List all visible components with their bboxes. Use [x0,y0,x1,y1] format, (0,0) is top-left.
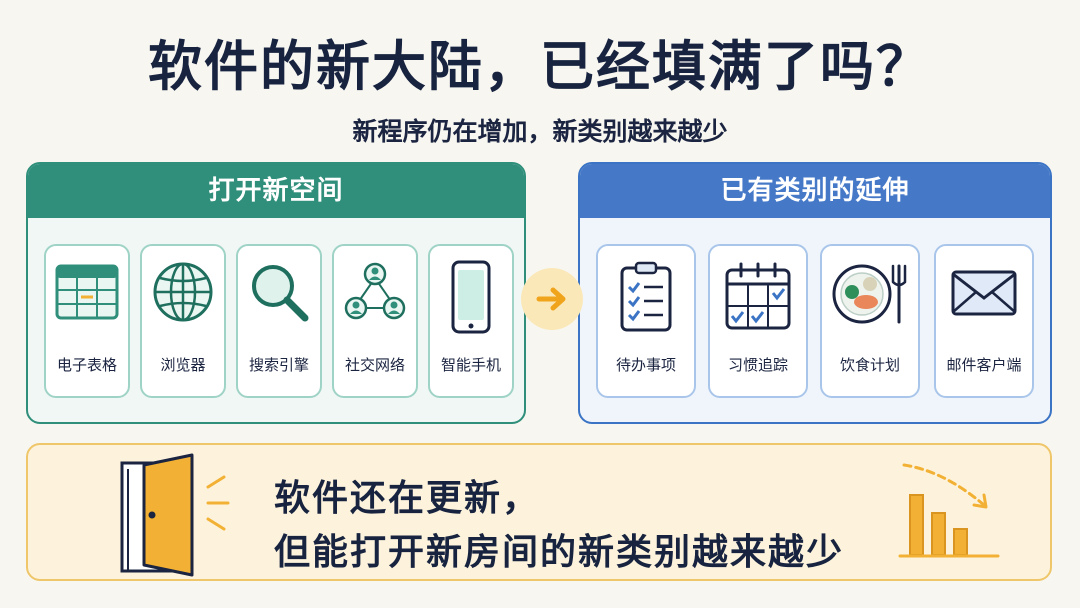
declining-bar-chart-icon [894,459,1004,563]
card-label: 搜索引擎 [248,356,309,374]
spreadsheet-icon [55,260,119,328]
card-todo: 待办事项 [596,244,696,398]
card-label: 待办事项 [615,356,676,374]
arrow-right-icon [521,287,583,334]
envelope-icon [949,260,1019,328]
category-extension-header: 已有类别的延伸 [580,164,1050,218]
card-spreadsheet: 电子表格 [44,244,130,398]
page-title: 软件的新大陆，已经填满了吗？ [148,35,932,98]
smartphone-icon [439,260,503,338]
checklist-icon [614,260,678,338]
card-meal-planner: 饮食计划 [820,244,920,398]
social-network-icon [343,260,407,328]
calendar-check-icon [723,260,793,336]
card-label: 邮件客户端 [946,356,1022,374]
meal-plate-icon [830,260,910,330]
card-search-engine: 搜索引擎 [236,244,322,398]
new-space-cards: 电子表格 浏览器 搜索引擎 [28,244,524,404]
transition-arrow [521,268,583,330]
new-space-panel: 打开新空间 电子表格 [26,162,526,424]
category-extension-cards: 待办事项 习惯追踪 [580,244,1050,404]
open-door-icon [116,453,236,581]
page-subtitle: 新程序仍在增加，新类别越来越少 [352,117,728,146]
conclusion-line-1: 软件还在更新， [274,478,541,519]
category-extension-panel: 已有类别的延伸 待办事项 [578,162,1052,424]
card-email-client: 邮件客户端 [934,244,1034,398]
card-smartphone: 智能手机 [428,244,514,398]
card-label: 电子表格 [56,356,117,374]
conclusion-banner: 软件还在更新， 但能打开新房间的新类别越来越少 [26,443,1052,581]
card-label: 社交网络 [344,356,405,374]
card-label: 浏览器 [160,356,206,374]
new-space-header: 打开新空间 [28,164,524,218]
magnifier-icon [247,260,311,328]
card-social-network: 社交网络 [332,244,418,398]
card-habit-tracker: 习惯追踪 [708,244,808,398]
card-browser: 浏览器 [140,244,226,398]
conclusion-line-2: 但能打开新房间的新类别越来越少 [274,532,845,573]
card-label: 智能手机 [440,356,501,374]
card-label: 饮食计划 [839,356,900,374]
card-label: 习惯追踪 [727,356,788,374]
globe-icon [151,260,215,328]
